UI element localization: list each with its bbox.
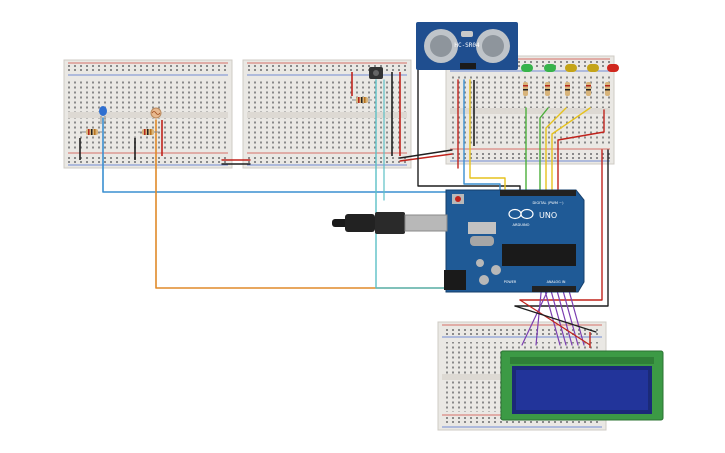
- wire-lcd-7[interactable]: [521, 289, 549, 346]
- lcd-display[interactable]: [500, 350, 664, 421]
- wire-led-yellow-2[interactable]: [551, 107, 591, 197]
- resistor-led-2[interactable]: [545, 82, 550, 96]
- wire-lcd-black[interactable]: [514, 305, 597, 333]
- wire-black-bus-2[interactable]: [399, 149, 453, 159]
- breadboard-left[interactable]: [63, 59, 233, 169]
- photoresistor[interactable]: [150, 107, 162, 119]
- pushbutton[interactable]: [369, 67, 383, 79]
- ultrasonic-sensor[interactable]: HC-SR04: [416, 22, 518, 70]
- led-blue[interactable]: [99, 106, 107, 124]
- wire-lcd-red[interactable]: [519, 299, 591, 346]
- wire-led-green-2[interactable]: [539, 107, 549, 197]
- wire-red-bus-2[interactable]: [399, 153, 453, 162]
- led-row: [521, 64, 619, 72]
- led-yellow-2[interactable]: [587, 64, 599, 72]
- resistor-2[interactable]: [138, 129, 158, 135]
- arduino-power-label: POWER: [504, 280, 517, 284]
- usb-cable[interactable]: [332, 212, 448, 234]
- arduino-model: UNO: [539, 211, 557, 220]
- arduino-brand: ARDUINO: [513, 223, 530, 227]
- breadboard-right[interactable]: [445, 55, 615, 165]
- arduino-digital-label: DIGITAL (PWM ~): [533, 201, 565, 205]
- breadboard-middle[interactable]: [242, 59, 412, 169]
- arduino-analog-label: ANALOG IN: [547, 280, 566, 284]
- wire-teal[interactable]: [375, 79, 471, 289]
- resistor-3[interactable]: [352, 97, 372, 103]
- resistor-led-3[interactable]: [565, 82, 570, 96]
- wire-power-black[interactable]: [514, 149, 609, 307]
- led-green-2[interactable]: [544, 64, 556, 72]
- wire-led-red[interactable]: [557, 109, 605, 197]
- wire-sensor-yellow[interactable]: [469, 79, 506, 201]
- wire-orange[interactable]: [155, 119, 471, 289]
- led-green-1[interactable]: [521, 64, 533, 72]
- arduino-logo: [508, 208, 534, 220]
- led-yellow-1[interactable]: [565, 64, 577, 72]
- led-resistors: [523, 82, 610, 96]
- resistor-1[interactable]: [82, 129, 102, 135]
- resistor-led-4[interactable]: [586, 82, 591, 96]
- led-red[interactable]: [607, 64, 619, 72]
- sensor-label: HC-SR04: [454, 42, 480, 49]
- wire-led-yellow-1[interactable]: [545, 107, 567, 197]
- resistor-led-1[interactable]: [523, 82, 528, 96]
- resistor-led-5[interactable]: [605, 82, 610, 96]
- arduino-uno[interactable]: DIGITAL (PWM ~) UNO ARDUINO ANALOG IN PO…: [444, 189, 585, 293]
